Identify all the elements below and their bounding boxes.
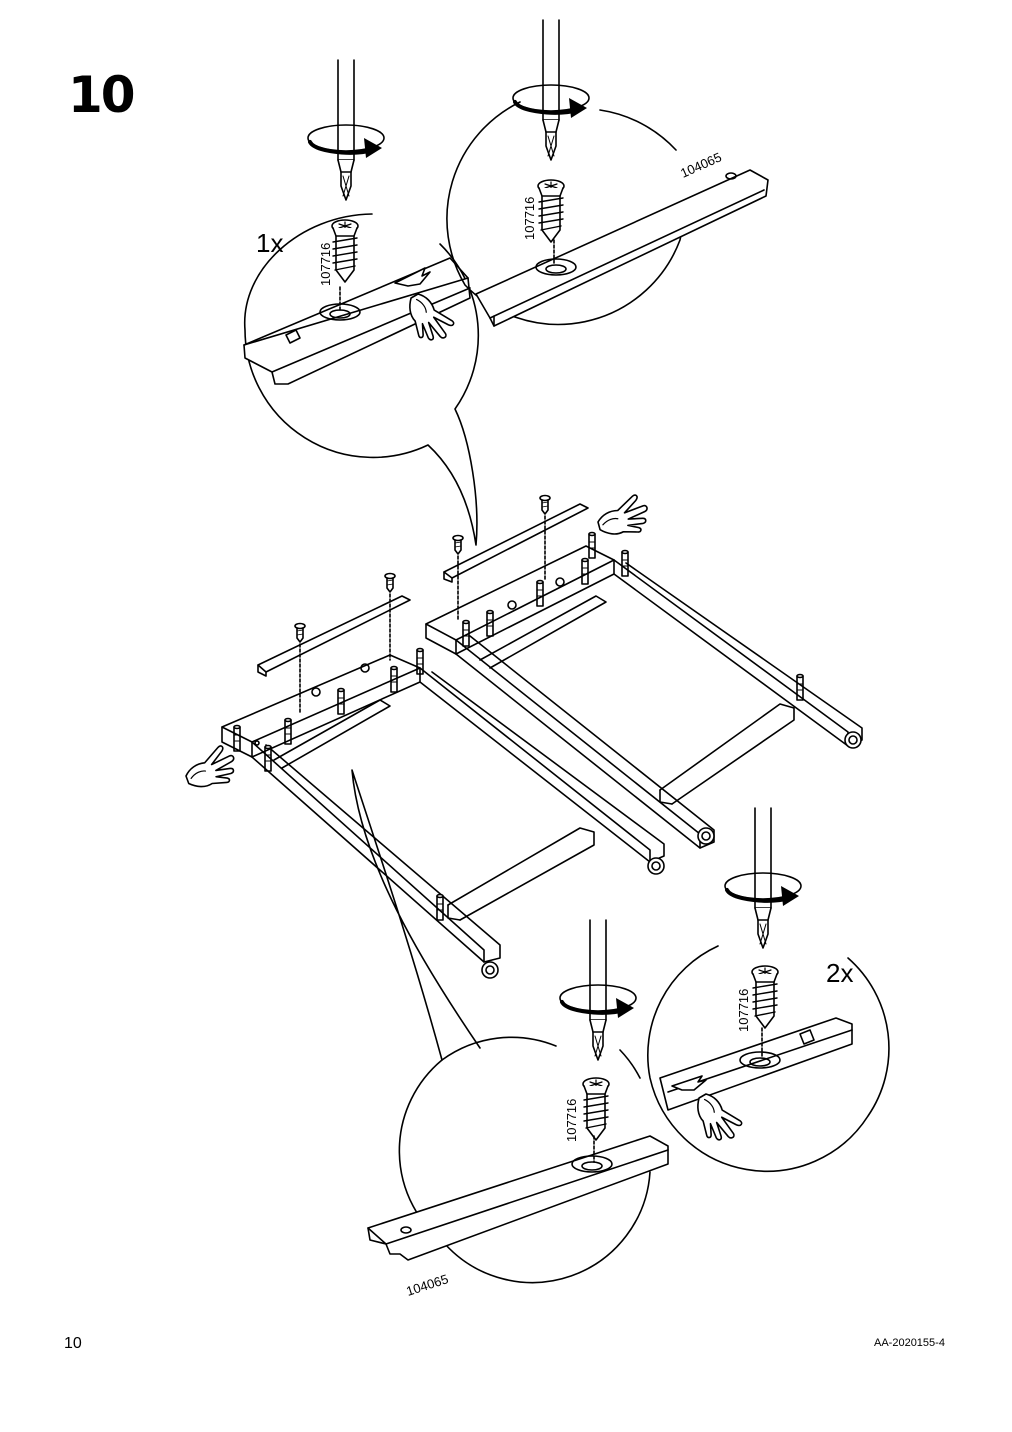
callout-bottom-right xyxy=(647,806,890,1173)
callout-top-right xyxy=(446,18,769,327)
step-number: 10 xyxy=(68,66,136,124)
callout-quantity-1: 1x xyxy=(256,228,283,258)
callout-bottom-left xyxy=(351,769,669,1284)
screw-part-number-1: 107716 xyxy=(318,243,333,286)
screw-part-number-3: 107716 xyxy=(736,989,751,1032)
rail-part-number-1: 104065 xyxy=(678,149,724,180)
page-number: 10 xyxy=(64,1335,82,1352)
screw-part-number-2: 107716 xyxy=(522,197,537,240)
frame-assembly xyxy=(179,492,863,979)
screw-part-number-4: 107716 xyxy=(564,1099,579,1142)
callout-top-left xyxy=(243,58,480,546)
document-code: AA-2020155-4 xyxy=(874,1337,945,1349)
rail-part-number-2: 104065 xyxy=(404,1271,450,1299)
callout-quantity-2: 2x xyxy=(826,958,853,988)
